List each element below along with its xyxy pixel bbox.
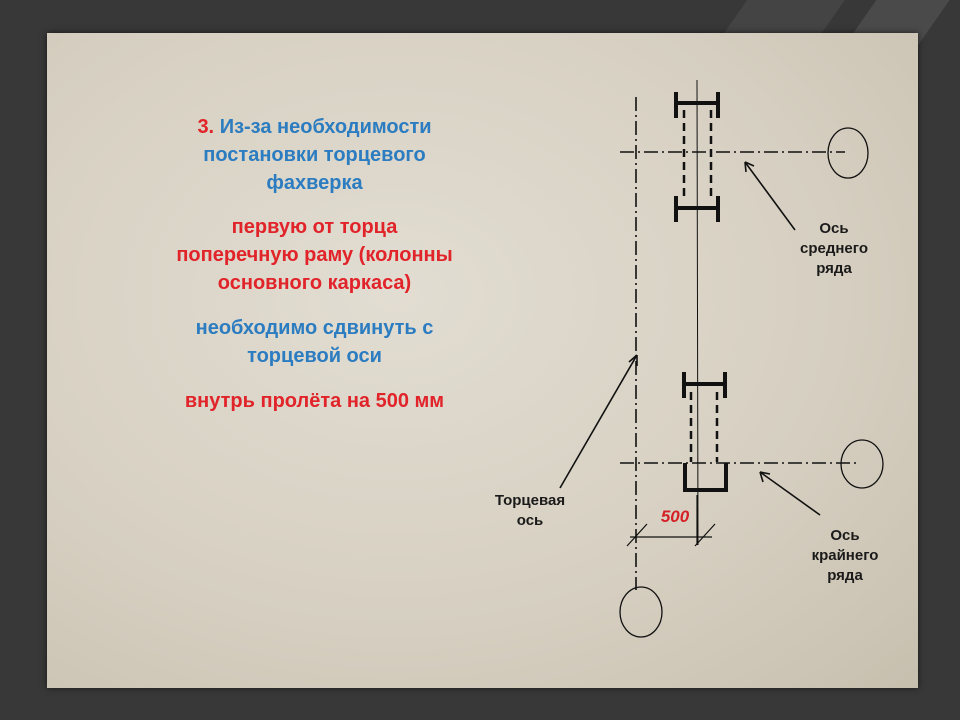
dimension-line bbox=[626, 495, 716, 547]
edge-row-column bbox=[682, 372, 728, 492]
text-line-6: основного каркаса) bbox=[217, 272, 412, 294]
label-line: ряда bbox=[816, 260, 852, 277]
text-line-5: поперечную раму (колонны bbox=[176, 244, 453, 266]
text-line-4: первую от торца bbox=[231, 216, 398, 238]
edge-row-axis-marker bbox=[840, 439, 884, 489]
text-line-1: 3. Из-за необходимости bbox=[142, 113, 487, 141]
text-line-9: внутрь пролёта на 500 мм bbox=[184, 390, 445, 412]
text-line-7: необходимо сдвинуть с bbox=[195, 317, 434, 339]
slide: 3. Из-за необходимости постановки торцев… bbox=[47, 33, 918, 688]
text-line-8: торцевой оси bbox=[247, 345, 382, 367]
dimension-value: 500 bbox=[660, 507, 690, 526]
label-line: Ось bbox=[819, 220, 849, 237]
label-line: ось bbox=[516, 512, 544, 529]
label-line: Ось bbox=[830, 527, 860, 544]
end-axis-marker bbox=[619, 586, 663, 638]
leader-arrows bbox=[559, 161, 821, 516]
label-edge-row-axis: Ось крайнего ряда bbox=[780, 526, 910, 586]
text-line-3: фахверка bbox=[266, 172, 363, 194]
label-end-axis: Торцевая ось bbox=[480, 491, 580, 531]
middle-row-axis-marker bbox=[827, 127, 869, 179]
item-number: 3. bbox=[197, 116, 215, 138]
text-line-2: постановки торцевого bbox=[203, 144, 426, 166]
label-line: Торцевая bbox=[494, 492, 566, 509]
column-centerline bbox=[696, 79, 699, 546]
label-middle-row-axis: Ось среднего ряда bbox=[769, 219, 899, 279]
label-line: крайнего bbox=[811, 547, 879, 564]
label-line: среднего bbox=[800, 240, 868, 257]
text-line-1-content: Из-за необходимости bbox=[219, 116, 432, 138]
framing-diagram bbox=[559, 79, 884, 638]
middle-row-column bbox=[674, 92, 720, 222]
label-line: ряда bbox=[827, 567, 863, 584]
